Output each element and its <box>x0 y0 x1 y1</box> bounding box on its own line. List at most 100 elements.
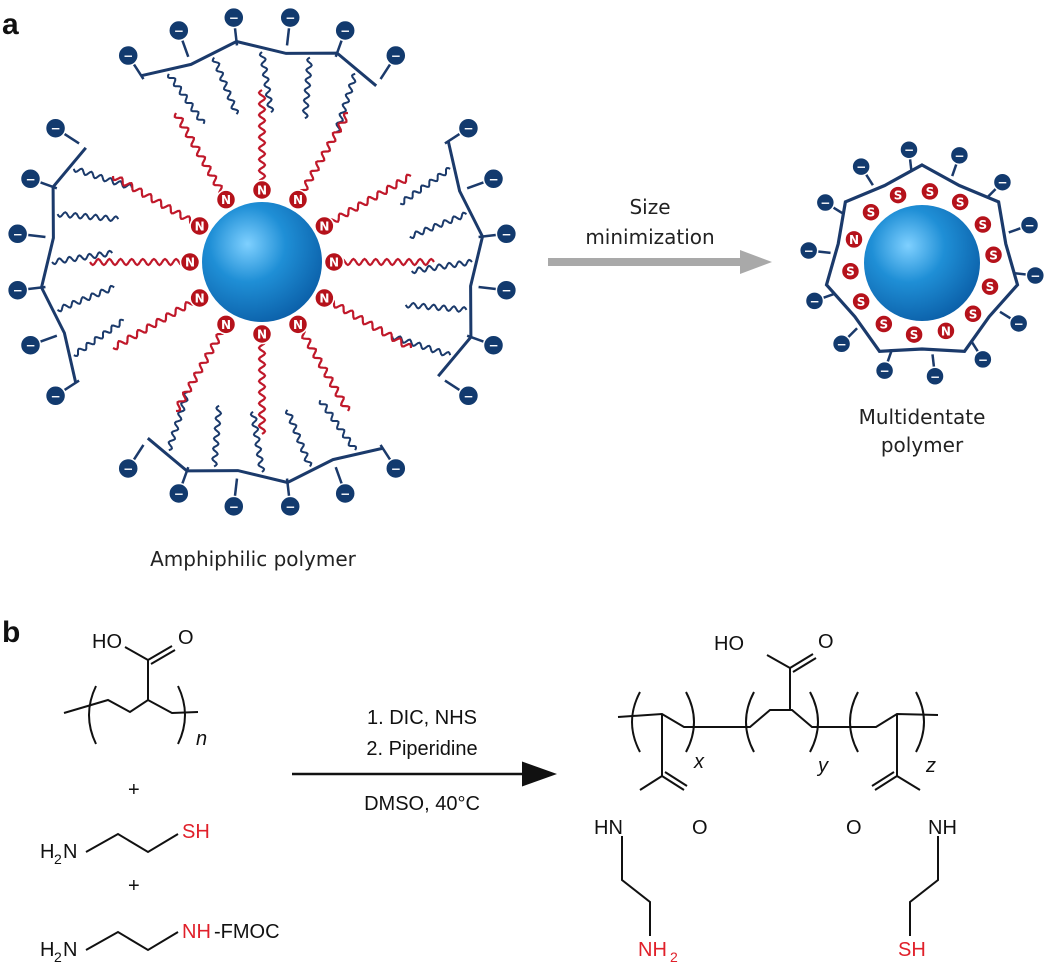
multidentate-anchor-bead: S <box>888 185 908 205</box>
reactant1-co-bond <box>147 645 173 661</box>
svg-text:N: N <box>293 193 303 207</box>
multidentate-charged-bead: − <box>973 349 993 370</box>
multidentate-charged-bead: − <box>831 334 852 354</box>
multidentate-label-line2: polymer <box>881 433 964 457</box>
multidentate-anchor-bead: S <box>920 181 940 202</box>
svg-text:−: − <box>174 24 184 38</box>
product-thiol-chain <box>909 836 939 936</box>
panel-b-letter: b <box>2 616 20 649</box>
reactant3-n: N <box>63 939 77 961</box>
charged-bead: − <box>457 385 480 407</box>
svg-text:N: N <box>329 256 339 270</box>
anchor-bead-n: N <box>314 287 335 309</box>
panel-a-letter: a <box>2 8 19 41</box>
multidentate-charged-bead: − <box>815 192 836 213</box>
polymer-alkyl-tail <box>211 56 240 115</box>
svg-text:−: − <box>285 500 295 514</box>
charged-bead: − <box>44 385 67 407</box>
svg-text:S: S <box>989 248 998 262</box>
paren-y-left <box>745 691 755 753</box>
polymer-alkyl-tail <box>404 301 468 313</box>
svg-text:−: − <box>804 244 814 258</box>
svg-text:−: − <box>880 364 890 378</box>
svg-text:−: − <box>809 294 819 308</box>
multidentate-anchor-bead: S <box>973 214 993 235</box>
svg-text:−: − <box>501 227 511 241</box>
multidentate-anchor-bead: S <box>861 202 881 222</box>
charged-bead: − <box>334 482 356 505</box>
product-amide-x-co <box>661 775 685 791</box>
charged-bead: − <box>168 19 190 42</box>
polymer-alkyl-tail <box>284 409 313 468</box>
arrow-label-line2: minimization <box>585 225 714 249</box>
polymer-alkyl-tail <box>301 56 313 120</box>
anchor-bead-n: N <box>287 189 309 210</box>
multidentate-charged-bead: − <box>798 240 819 261</box>
product-nh: NH <box>928 817 957 839</box>
polymer-backbone-arc <box>437 140 485 378</box>
hydrophobic-tail <box>297 111 349 201</box>
svg-text:−: − <box>930 370 940 384</box>
polymer-alkyl-tail <box>211 404 223 468</box>
svg-text:−: − <box>488 172 498 186</box>
condition-step2: 2. Piperidine <box>366 738 477 760</box>
svg-text:N: N <box>257 184 267 198</box>
svg-text:−: − <box>1030 269 1040 283</box>
multidentate-charged-bead: − <box>1008 313 1029 334</box>
plus-2: + <box>128 875 140 897</box>
multidentate-anchor-bead: N <box>936 321 956 341</box>
amphiphilic-hydrophobic-tails <box>89 89 435 435</box>
anchor-bead-n: N <box>179 251 201 273</box>
charged-bead: − <box>168 482 190 505</box>
product-backbone-x <box>617 712 700 728</box>
hydrophobic-tail <box>257 333 267 435</box>
svg-text:−: − <box>51 122 61 136</box>
svg-text:−: − <box>820 196 830 210</box>
reactant2-chain <box>85 832 179 854</box>
reactant1-left-paren <box>88 685 97 745</box>
polymer-alkyl-tail <box>249 410 266 473</box>
product-ho: HO <box>714 633 744 655</box>
reactant2-n: N <box>63 841 77 863</box>
multidentate-anchor-bead: S <box>963 304 983 324</box>
polymer-backbone-arc <box>140 39 378 87</box>
polymer-alkyl-tail <box>166 73 206 125</box>
svg-text:S: S <box>879 318 888 332</box>
multidentate-charged-bead: − <box>1025 265 1046 286</box>
charged-bead: − <box>457 117 480 139</box>
amphiphilic-polymer-label: Amphiphilic polymer <box>150 547 357 571</box>
hydrophobic-tail <box>323 297 413 349</box>
svg-text:S: S <box>926 185 935 199</box>
charged-bead: − <box>19 168 42 190</box>
hydrophobic-tail <box>333 257 435 267</box>
svg-text:N: N <box>221 193 231 207</box>
polymer-alkyl-tail <box>258 51 275 114</box>
product-o-left: O <box>692 817 708 839</box>
svg-text:−: − <box>229 500 239 514</box>
svg-text:−: − <box>285 11 295 25</box>
svg-text:−: − <box>463 122 473 136</box>
multidentate-charged-bead: − <box>925 366 945 387</box>
svg-text:−: − <box>837 337 847 351</box>
multidentate-anchor-bead: S <box>851 291 871 312</box>
polymer-backbone-arc <box>39 146 87 384</box>
anchor-bead-n: N <box>215 314 237 335</box>
multidentate-anchor-bead: N <box>844 229 864 250</box>
svg-text:S: S <box>857 295 866 309</box>
condition-step1: 1. DIC, NHS <box>367 707 477 729</box>
product-amide-x-cn <box>639 775 663 791</box>
svg-text:−: − <box>1024 219 1034 233</box>
arrow-label-line1: Size <box>629 195 670 219</box>
polymer-alkyl-tail <box>56 284 115 313</box>
polymer-alkyl-tail <box>409 211 468 240</box>
reactant1-oh-bond <box>124 646 149 661</box>
product-y: y <box>816 755 829 777</box>
product-amide-z-cn <box>896 775 921 791</box>
reactant1-ho: HO <box>92 631 122 653</box>
product-x: x <box>693 751 705 773</box>
polymer-alkyl-tail <box>73 318 125 358</box>
anchor-bead-n: N <box>215 189 237 210</box>
product-amide-z-co-double <box>871 771 895 787</box>
svg-text:S: S <box>910 328 919 342</box>
